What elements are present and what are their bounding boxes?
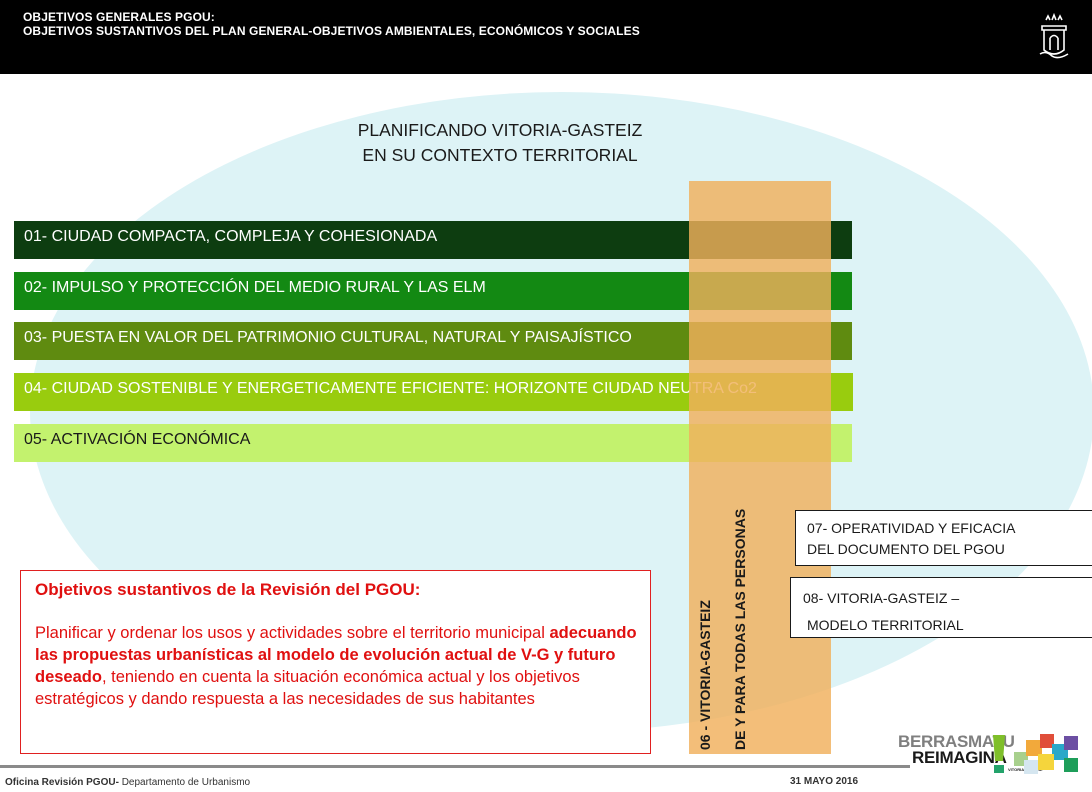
footer-office-bold: Oficina Revisión PGOU-	[5, 777, 119, 788]
box07-line1: 07- OPERATIVIDAD Y EFICACIA	[807, 520, 1016, 536]
objectives-paragraph: Planificar y ordenar los usos y activida…	[35, 622, 650, 710]
objective-06-line1: 06 - VITORIA-GASTEIZ	[697, 600, 713, 750]
header-title: OBJETIVOS GENERALES PGOU:	[23, 10, 215, 24]
objective-box-07: 07- OPERATIVIDAD Y EFICACIA DEL DOCUMENT…	[795, 510, 1092, 566]
objectives-text-bold: adecuando las propuestas urbanísticas al…	[35, 624, 637, 686]
exclamation-mark-icon	[993, 735, 1005, 773]
city-crest-icon	[1039, 12, 1069, 59]
box08-line2: MODELO TERRITORIAL	[807, 617, 964, 633]
footer-office: Oficina Revisión PGOU- Departamento de U…	[5, 777, 250, 788]
central-title: PLANIFICANDO VITORIA-GASTEIZ EN SU CONTE…	[300, 118, 700, 168]
logo-line1: BERRASMATU	[898, 732, 1015, 751]
central-title-line1: PLANIFICANDO VITORIA-GASTEIZ	[357, 120, 643, 140]
objective-06-column	[689, 181, 831, 754]
footer-date: 31 MAYO 2016	[790, 776, 859, 787]
logo-line2: REIMAGINA	[912, 748, 1007, 767]
objectives-textbox: Objetivos sustantivos de la Revisión del…	[20, 570, 651, 754]
footer-divider	[0, 765, 910, 768]
footer-office-rest: Departamento de Urbanismo	[118, 777, 251, 788]
objective-06-line2: DE Y PARA TODAS LAS PERSONAS	[732, 508, 748, 750]
box08-line1: 08- VITORIA-GASTEIZ –	[803, 590, 960, 606]
header-subtitle: OBJETIVOS SUSTANTIVOS DEL PLAN GENERAL-O…	[23, 24, 640, 38]
objectives-text-part2: , teniendo en cuenta la situación económ…	[35, 668, 580, 708]
central-title-line2: EN SU CONTEXTO TERRITORIAL	[362, 145, 638, 165]
objectives-text-part1: Planificar y ordenar los usos y activida…	[35, 624, 550, 642]
box07-line2: DEL DOCUMENTO DEL PGOU	[807, 541, 1005, 557]
colored-cubes-icon	[1014, 734, 1078, 774]
objective-box-08: 08- VITORIA-GASTEIZ – MODELO TERRITORIAL	[790, 577, 1092, 638]
header-banner: OBJETIVOS GENERALES PGOU: OBJETIVOS SUST…	[0, 0, 1092, 74]
objectives-heading: Objetivos sustantivos de la Revisión del…	[35, 580, 421, 599]
